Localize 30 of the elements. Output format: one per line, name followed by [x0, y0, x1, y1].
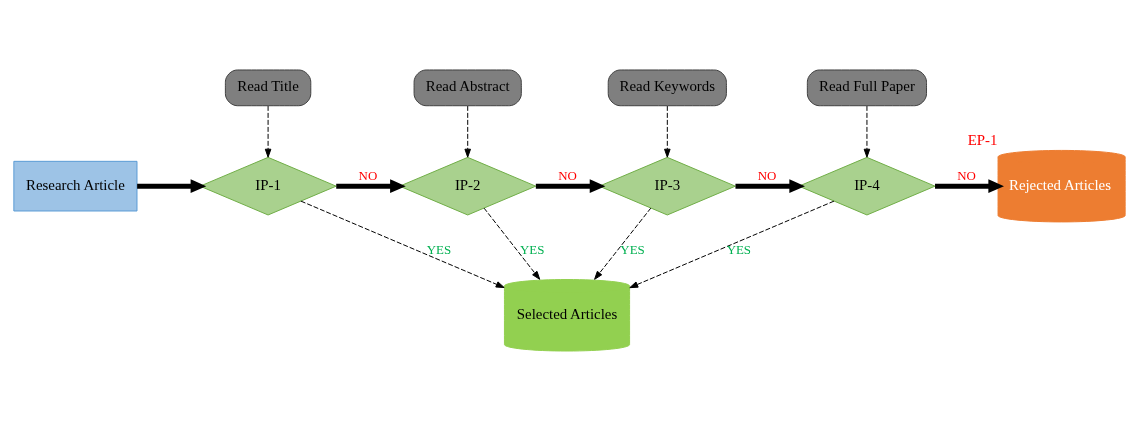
node-box: Research Article — [13, 160, 138, 212]
edge-label: YES — [726, 242, 752, 258]
arrow — [594, 207, 652, 280]
edge-label: NO — [558, 167, 577, 183]
arrow — [264, 105, 272, 158]
node-box: Read Full Paper — [806, 69, 928, 107]
node-diamond: IP-2 — [399, 156, 537, 216]
arrow — [935, 179, 1004, 193]
arrow — [664, 105, 671, 158]
arrow — [483, 207, 541, 280]
arrow — [535, 179, 606, 193]
arrow — [336, 179, 406, 193]
arrow — [629, 200, 835, 289]
node-box: Read Keywords — [607, 69, 727, 107]
edge-label: NO — [358, 167, 378, 183]
node-diamond: IP-1 — [199, 156, 337, 216]
arrow — [300, 200, 505, 289]
node-label: EP-1 — [967, 132, 998, 149]
edge-label: YES — [520, 242, 545, 258]
arrow — [735, 179, 805, 193]
arrow — [863, 105, 871, 158]
node-box: Read Abstract — [413, 69, 522, 107]
arrow — [464, 105, 471, 158]
edge-label: YES — [426, 242, 452, 258]
node-box: Read Title — [224, 69, 312, 107]
arrow — [137, 179, 207, 193]
edge-label: NO — [757, 167, 777, 183]
edge-label: NO — [957, 167, 976, 183]
node-diamond: IP-4 — [798, 156, 936, 216]
edge-label: YES — [620, 242, 645, 258]
